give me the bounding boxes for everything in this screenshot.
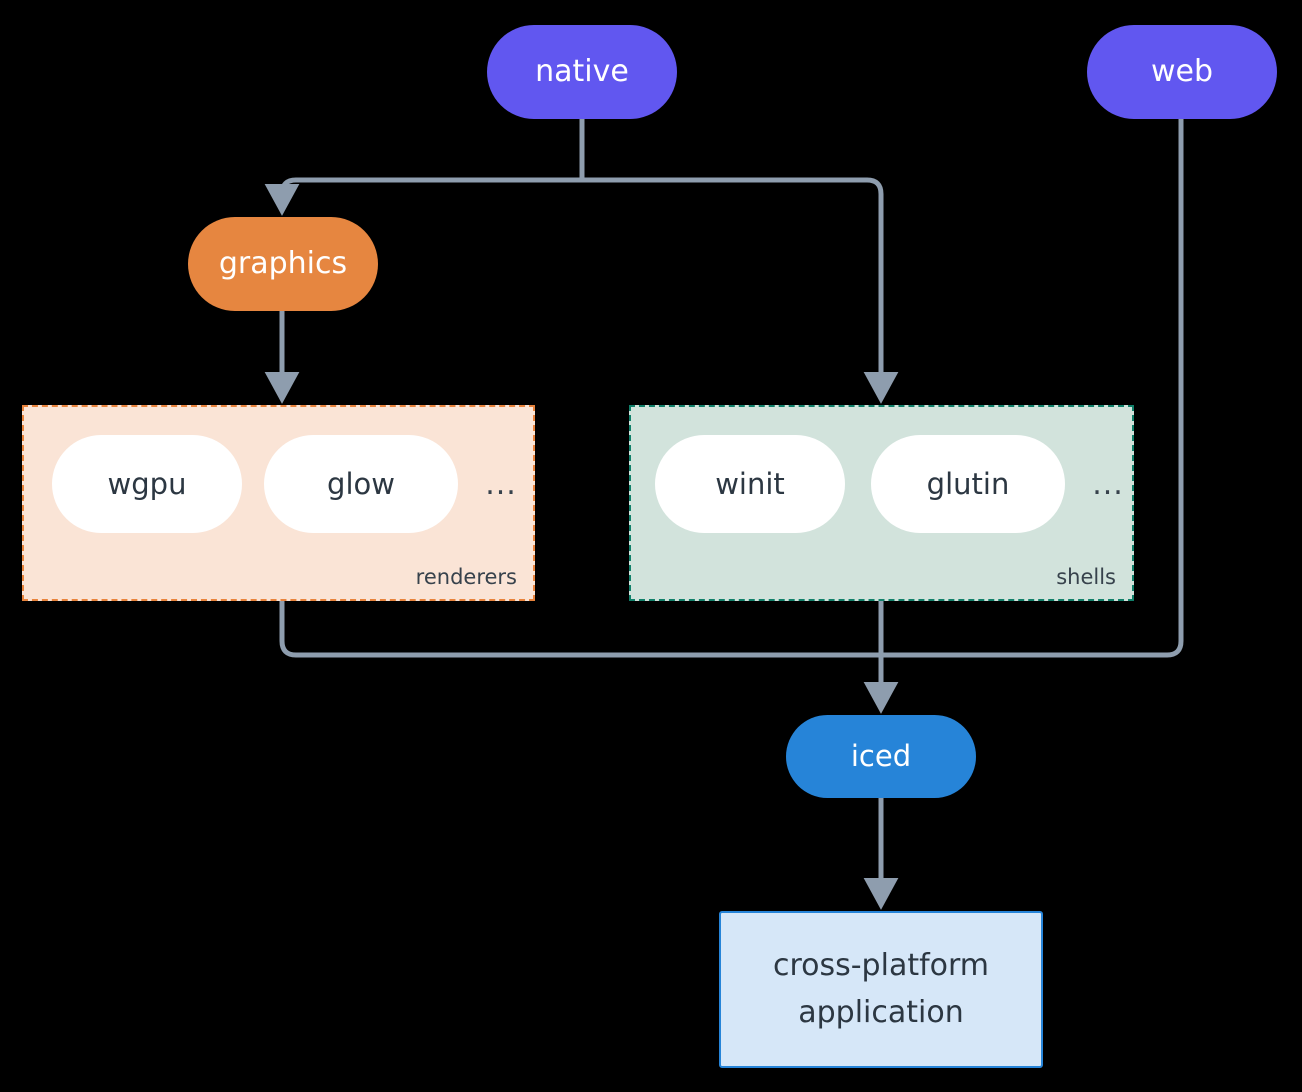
node-cross-platform-application[interactable]: cross-platform application bbox=[719, 911, 1043, 1068]
node-wgpu[interactable]: wgpu bbox=[52, 435, 242, 533]
node-native[interactable]: native bbox=[487, 25, 677, 119]
group-shells-label: shells bbox=[1056, 565, 1116, 589]
node-glutin-label: glutin bbox=[926, 467, 1010, 501]
node-graphics[interactable]: graphics bbox=[188, 217, 378, 311]
edge-native-graphics bbox=[264, 177, 585, 216]
group-shells[interactable]: winit glutin ... shells bbox=[629, 405, 1134, 601]
node-winit[interactable]: winit bbox=[655, 435, 845, 533]
node-graphics-label: graphics bbox=[218, 246, 348, 282]
node-native-label: native bbox=[535, 54, 629, 90]
node-wgpu-label: wgpu bbox=[107, 467, 187, 501]
renderers-overflow-ellipsis: ... bbox=[485, 466, 517, 502]
node-glow-label: glow bbox=[327, 467, 395, 501]
node-glow[interactable]: glow bbox=[264, 435, 458, 533]
node-iced[interactable]: iced bbox=[786, 715, 976, 798]
node-web-label: web bbox=[1150, 54, 1214, 90]
node-winit-label: winit bbox=[715, 467, 785, 501]
node-iced-label: iced bbox=[850, 739, 912, 774]
application-label-line2: application bbox=[798, 994, 964, 1030]
group-renderers[interactable]: wgpu glow ... renderers bbox=[22, 405, 535, 601]
application-label-line1: cross-platform bbox=[772, 948, 990, 983]
node-glutin[interactable]: glutin bbox=[871, 435, 1065, 533]
edge-native-shells bbox=[579, 177, 899, 404]
group-renderers-label: renderers bbox=[415, 565, 517, 589]
node-web[interactable]: web bbox=[1087, 25, 1277, 119]
shells-overflow-ellipsis: ... bbox=[1092, 466, 1124, 502]
edge-renderers-iced bbox=[279, 598, 884, 658]
